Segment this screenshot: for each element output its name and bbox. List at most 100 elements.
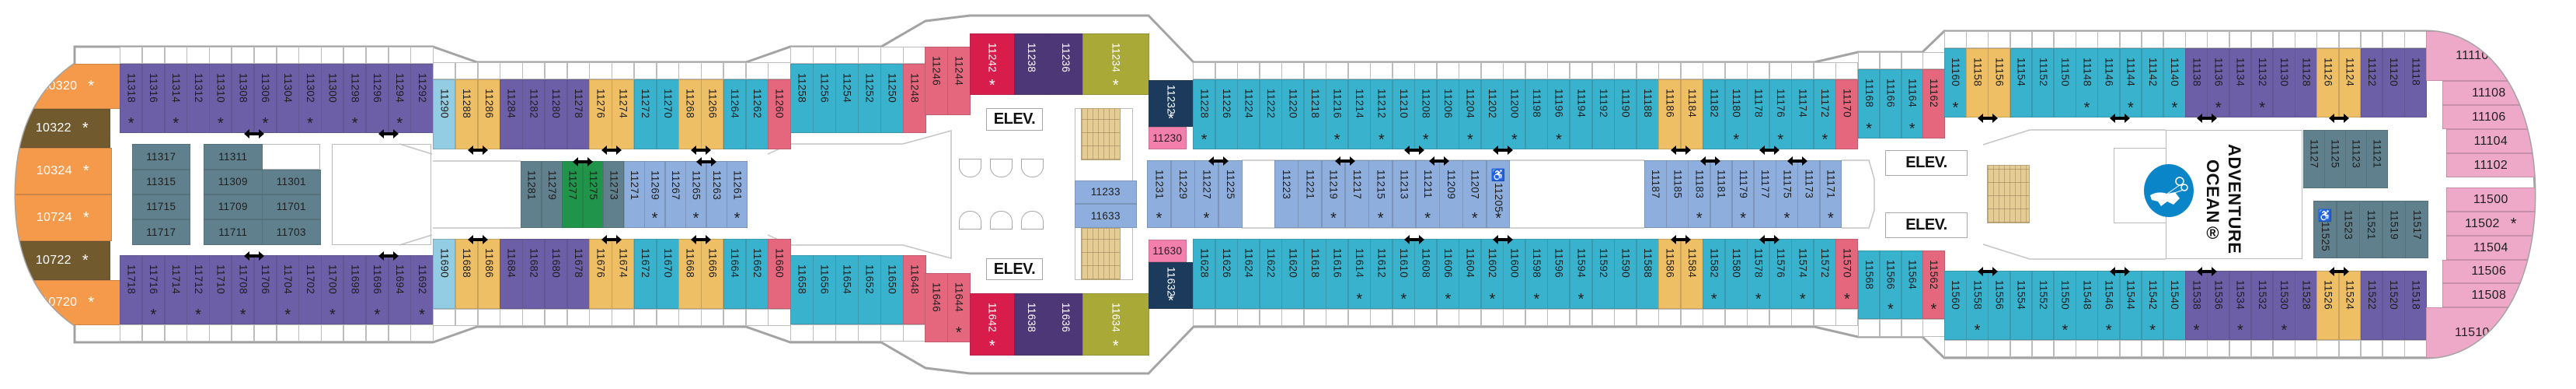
cabin-11701[interactable]: 11701 — [262, 194, 321, 219]
cabin-11626[interactable]: 11626 — [1215, 239, 1238, 309]
cabin-11196[interactable]: 11196* — [1547, 79, 1570, 149]
cabin-11594[interactable]: 11594* — [1570, 239, 1593, 309]
cabin-11102[interactable]: 11102 — [2446, 153, 2536, 177]
cabin-11232[interactable]: 11232* — [1149, 80, 1194, 127]
cabin-11628[interactable]: 11628 — [1193, 239, 1216, 309]
cabin-11630[interactable]: 11630 — [1149, 240, 1187, 262]
cabin-11660[interactable]: 11660 — [768, 239, 791, 309]
cabin-11666[interactable]: 11666 — [701, 239, 724, 309]
cabin-11646[interactable]: 11646 — [925, 273, 948, 342]
cabin-11716[interactable]: 11716* — [141, 255, 166, 324]
cabin-11528[interactable]: 11528 — [2295, 271, 2317, 340]
cabin-11148[interactable]: 11148* — [2076, 48, 2098, 117]
cabin-11538[interactable]: 11538* — [2185, 271, 2208, 340]
cabin-11608[interactable]: 11608 — [1414, 239, 1438, 309]
cabin-11525[interactable]: ♿11525 — [2313, 201, 2337, 258]
cabin-11210[interactable]: 11210 — [1392, 79, 1415, 149]
cabin-11574[interactable]: 11574* — [1791, 239, 1814, 309]
cabin-11678[interactable]: 11678 — [566, 239, 590, 309]
cabin-11554[interactable]: 11554 — [2010, 271, 2033, 340]
cabin-11254[interactable]: 11254 — [835, 64, 859, 133]
cabin-11600[interactable]: 11600 — [1503, 239, 1526, 309]
cabin-11674[interactable]: 11674 — [612, 239, 635, 309]
cabin-11185[interactable]: 11185 — [1666, 160, 1689, 228]
cabin-11316[interactable]: 11316 — [141, 64, 166, 133]
cabin-11300[interactable]: 11300 — [321, 64, 344, 133]
cabin-11279[interactable]: 11279 — [541, 161, 563, 228]
cabin-11317[interactable]: 11317 — [132, 144, 190, 170]
cabin-11664[interactable]: 11664 — [723, 239, 746, 309]
cabin-11188[interactable]: 11188 — [1636, 79, 1659, 149]
cabin-11656[interactable]: 11656 — [813, 255, 836, 324]
cabin-11698[interactable]: 11698 — [343, 255, 367, 324]
cabin-11636[interactable]: 11636 — [1048, 293, 1083, 356]
cabin-11272[interactable]: 11272 — [633, 79, 657, 149]
cabin-11208[interactable]: 11208* — [1414, 79, 1438, 149]
cabin-11205[interactable]: ♿11205* — [1486, 160, 1511, 228]
cabin-11160[interactable]: 11160* — [1944, 48, 1967, 117]
cabin-11638[interactable]: 11638 — [1014, 293, 1049, 356]
cabin-11717[interactable]: 11717 — [132, 219, 190, 245]
cabin-11238[interactable]: 11238 — [1014, 33, 1049, 95]
cabin-11526[interactable]: 11526 — [2316, 271, 2340, 340]
cabin-11290[interactable]: 11290 — [433, 79, 456, 149]
cabin-11504[interactable]: 11504 — [2446, 236, 2536, 260]
cabin-11236[interactable]: 11236 — [1048, 33, 1083, 95]
cabin-11120[interactable]: 11120 — [2383, 48, 2405, 117]
cabin-11634[interactable]: 11634* — [1082, 293, 1149, 356]
cabin-11181[interactable]: 11181 — [1710, 160, 1733, 228]
cabin-11650[interactable]: 11650 — [880, 255, 904, 324]
cabin-11520[interactable]: 11520 — [2383, 271, 2405, 340]
cabin-11276[interactable]: 11276 — [589, 79, 612, 149]
cabin-11106[interactable]: 11106 — [2442, 105, 2536, 129]
cabin-11184[interactable]: 11184 — [1680, 79, 1703, 149]
cabin-11211[interactable]: 11211* — [1415, 160, 1440, 228]
cabin-11170[interactable]: 11170 — [1835, 79, 1859, 149]
cabin-11173[interactable]: 11173 — [1797, 160, 1821, 228]
cabin-11284[interactable]: 11284 — [500, 79, 523, 149]
cabin-11688[interactable]: 11688 — [455, 239, 478, 309]
cabin-11223[interactable]: 11223 — [1274, 160, 1298, 228]
cabin-11162[interactable]: 11162 — [1922, 69, 1945, 138]
cabin-11506[interactable]: 11506 — [2442, 260, 2536, 283]
cabin-11572[interactable]: 11572 — [1813, 239, 1836, 309]
cabin-11266[interactable]: 11266 — [701, 79, 724, 149]
cabin-11231[interactable]: 11231* — [1147, 160, 1171, 228]
cabin-11209[interactable]: 11209 — [1439, 160, 1463, 228]
cabin-11256[interactable]: 11256 — [813, 64, 836, 133]
cabin-11706[interactable]: 11706 — [253, 255, 277, 324]
cabin-11562[interactable]: 11562* — [1922, 251, 1945, 319]
cabin-11620[interactable]: 11620 — [1281, 239, 1305, 309]
cabin-11144[interactable]: 11144* — [2119, 48, 2142, 117]
cabin-11702[interactable]: 11702 — [298, 255, 322, 324]
cabin-11546[interactable]: 11546* — [2097, 271, 2121, 340]
cabin-11242[interactable]: 11242* — [970, 33, 1015, 95]
cabin-11127[interactable]: 11127 — [2303, 130, 2325, 188]
cabin-11280[interactable]: 11280 — [544, 79, 567, 149]
cabin-11186[interactable]: 11186 — [1658, 79, 1682, 149]
cabin-11248[interactable]: 11248 — [903, 64, 926, 133]
cabin-11178[interactable]: 11178 — [1747, 79, 1770, 149]
cabin-11708[interactable]: 11708* — [232, 255, 255, 324]
cabin-11314[interactable]: 11314* — [164, 64, 187, 133]
cabin-11218[interactable]: 11218 — [1303, 79, 1326, 149]
cabin-11558[interactable]: 11558* — [1966, 271, 1989, 340]
cabin-11192[interactable]: 11192 — [1591, 79, 1615, 149]
cabin-11288[interactable]: 11288 — [455, 79, 478, 149]
cabin-11518[interactable]: 11518 — [2404, 271, 2427, 340]
cabin-11710[interactable]: 11710 — [209, 255, 232, 324]
cabin-11177[interactable]: 11177 — [1754, 160, 1776, 228]
cabin-11234[interactable]: 11234* — [1082, 33, 1149, 95]
cabin-11262[interactable]: 11262 — [745, 79, 769, 149]
cabin-11124[interactable]: 11124 — [2338, 48, 2362, 117]
cabin-11130[interactable]: 11130 — [2273, 48, 2295, 117]
cabin-11216[interactable]: 11216* — [1326, 79, 1349, 149]
cabin-11536[interactable]: 11536 — [2207, 271, 2230, 340]
cabin-11258[interactable]: 11258 — [790, 64, 814, 133]
cabin-11522[interactable]: 11522 — [2360, 271, 2383, 340]
cabin-11198[interactable]: 11198 — [1525, 79, 1548, 149]
cabin-11275[interactable]: 11275 — [582, 161, 604, 228]
cabin-11648[interactable]: 11648 — [903, 255, 926, 324]
cabin-11523[interactable]: 11523 — [2336, 201, 2360, 258]
cabin-11642[interactable]: 11642* — [970, 293, 1015, 356]
